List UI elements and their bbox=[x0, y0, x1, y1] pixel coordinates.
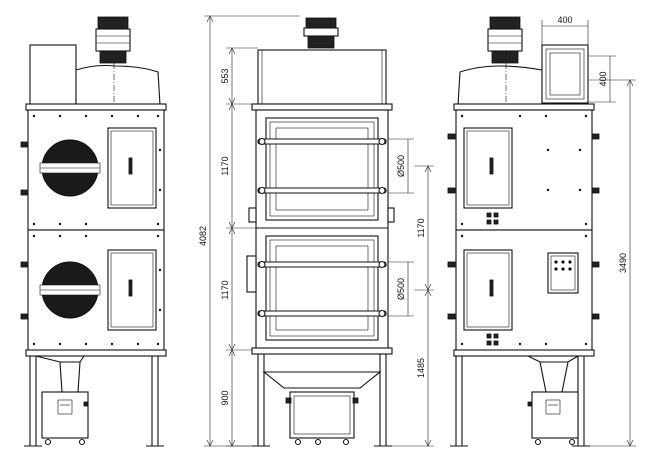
dust-bin-front bbox=[289, 391, 355, 439]
inlet-flange bbox=[246, 255, 257, 293]
dim-filter-diameter-upper: Ø500 bbox=[396, 155, 406, 177]
dim-total-height: 4082 bbox=[198, 226, 208, 246]
support-frame-left bbox=[24, 355, 164, 447]
window-frame-lower bbox=[265, 235, 379, 341]
dim-lower-module: 1170 bbox=[220, 280, 230, 299]
filter-cartridge-lower bbox=[39, 261, 101, 319]
rivets-left bbox=[32, 114, 162, 346]
dim-inlet-height: 1485 bbox=[416, 358, 426, 378]
dim-motor-section: 553 bbox=[220, 68, 230, 83]
support-frame-right bbox=[450, 355, 590, 447]
dim-module-height-right: 1170 bbox=[416, 218, 426, 237]
fan-hood bbox=[75, 64, 161, 106]
dim-outlet-axis-height: 3490 bbox=[618, 253, 628, 273]
rivets-right bbox=[460, 114, 588, 346]
window-frame-upper bbox=[265, 117, 379, 221]
side-view-right bbox=[447, 16, 600, 447]
dust-bin-right bbox=[531, 391, 579, 439]
motor-top bbox=[97, 16, 129, 30]
dim-outlet-height: 400 bbox=[598, 71, 608, 86]
dim-upper-module: 1170 bbox=[220, 156, 230, 175]
motor bbox=[95, 28, 131, 52]
filter-cartridge-upper bbox=[39, 139, 101, 197]
dust-bin bbox=[41, 391, 89, 439]
support-frame-front bbox=[252, 354, 392, 447]
fan-housing bbox=[257, 49, 387, 105]
control-panel bbox=[547, 252, 579, 294]
dimension-labels: 4082 553 1170 1170 900 Ø500 Ø500 1170 14… bbox=[198, 15, 628, 406]
motor-housing-box bbox=[29, 44, 77, 106]
dim-outlet-width: 400 bbox=[557, 15, 572, 25]
outlet-box bbox=[541, 44, 589, 104]
connectors-right bbox=[486, 212, 499, 346]
dim-filter-diameter-lower: Ø500 bbox=[396, 278, 406, 300]
front-view bbox=[246, 17, 395, 447]
dimension-lines bbox=[204, 15, 636, 447]
dim-legs: 900 bbox=[220, 390, 230, 405]
side-view-left bbox=[20, 16, 167, 447]
